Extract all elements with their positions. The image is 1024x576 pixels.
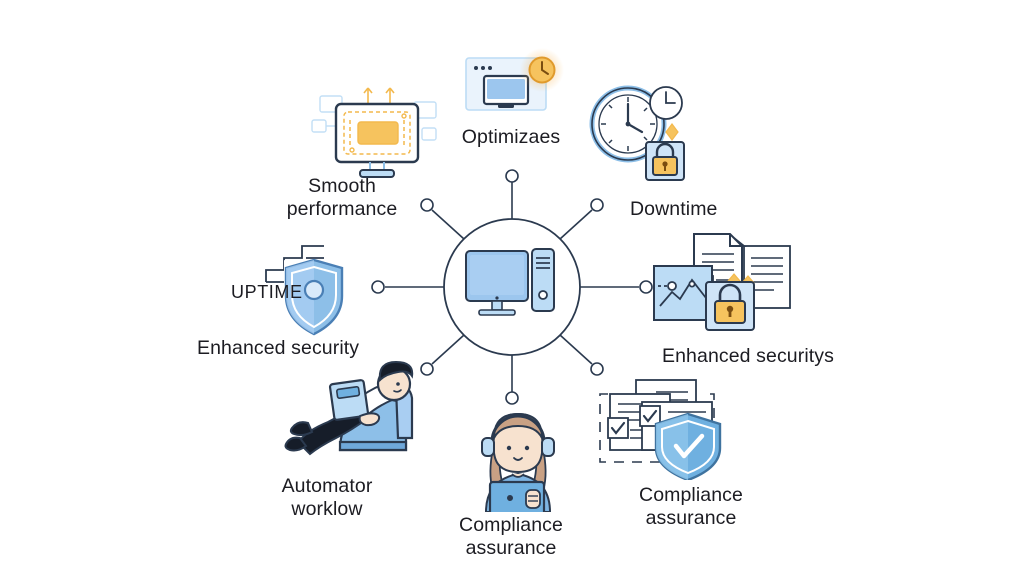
support-agent-icon xyxy=(481,412,555,512)
clock-lock-icon xyxy=(589,85,685,181)
checklist-shield-icon xyxy=(599,379,722,480)
desktop-computer-icon xyxy=(465,248,555,316)
spoke-line-se xyxy=(559,334,593,365)
spoke-node-n xyxy=(505,169,519,183)
spoke-node-se xyxy=(590,362,604,376)
spoke-node-sw xyxy=(420,362,434,376)
node-label-compliance-assurance-right: Compliance assurance xyxy=(639,484,743,529)
spoke-node-e xyxy=(639,280,653,294)
spoke-line-nw xyxy=(431,209,465,240)
spoke-node-w xyxy=(371,280,385,294)
node-label-compliance-assurance-center: Compliance assurance xyxy=(459,514,563,559)
spoke-line-sw xyxy=(431,334,465,365)
node-label-downtime: Downtime xyxy=(630,198,718,220)
node-label-uptime: UPTIME xyxy=(231,282,303,302)
spoke-node-s xyxy=(505,391,519,405)
node-label-enhanced-security: Enhanced security xyxy=(197,337,360,359)
chart-shield-icon xyxy=(265,245,344,336)
person-reclining-tablet-icon xyxy=(284,360,414,456)
spoke-node-ne xyxy=(590,198,604,212)
spoke-line-ne xyxy=(559,209,593,240)
node-label-optimizaes: Optimizaes xyxy=(461,126,561,148)
node-label-automator-worklow: Automator worklow xyxy=(281,475,373,520)
spoke-node-nw xyxy=(420,198,434,212)
documents-lock-icon xyxy=(653,233,791,331)
monitor-circuit-icon xyxy=(311,87,437,178)
node-label-enhanced-securitys: Enhanced securitys xyxy=(662,345,834,367)
node-label-smooth-performance: Smooth performance xyxy=(286,175,398,220)
browser-window-clock-icon xyxy=(465,48,564,111)
